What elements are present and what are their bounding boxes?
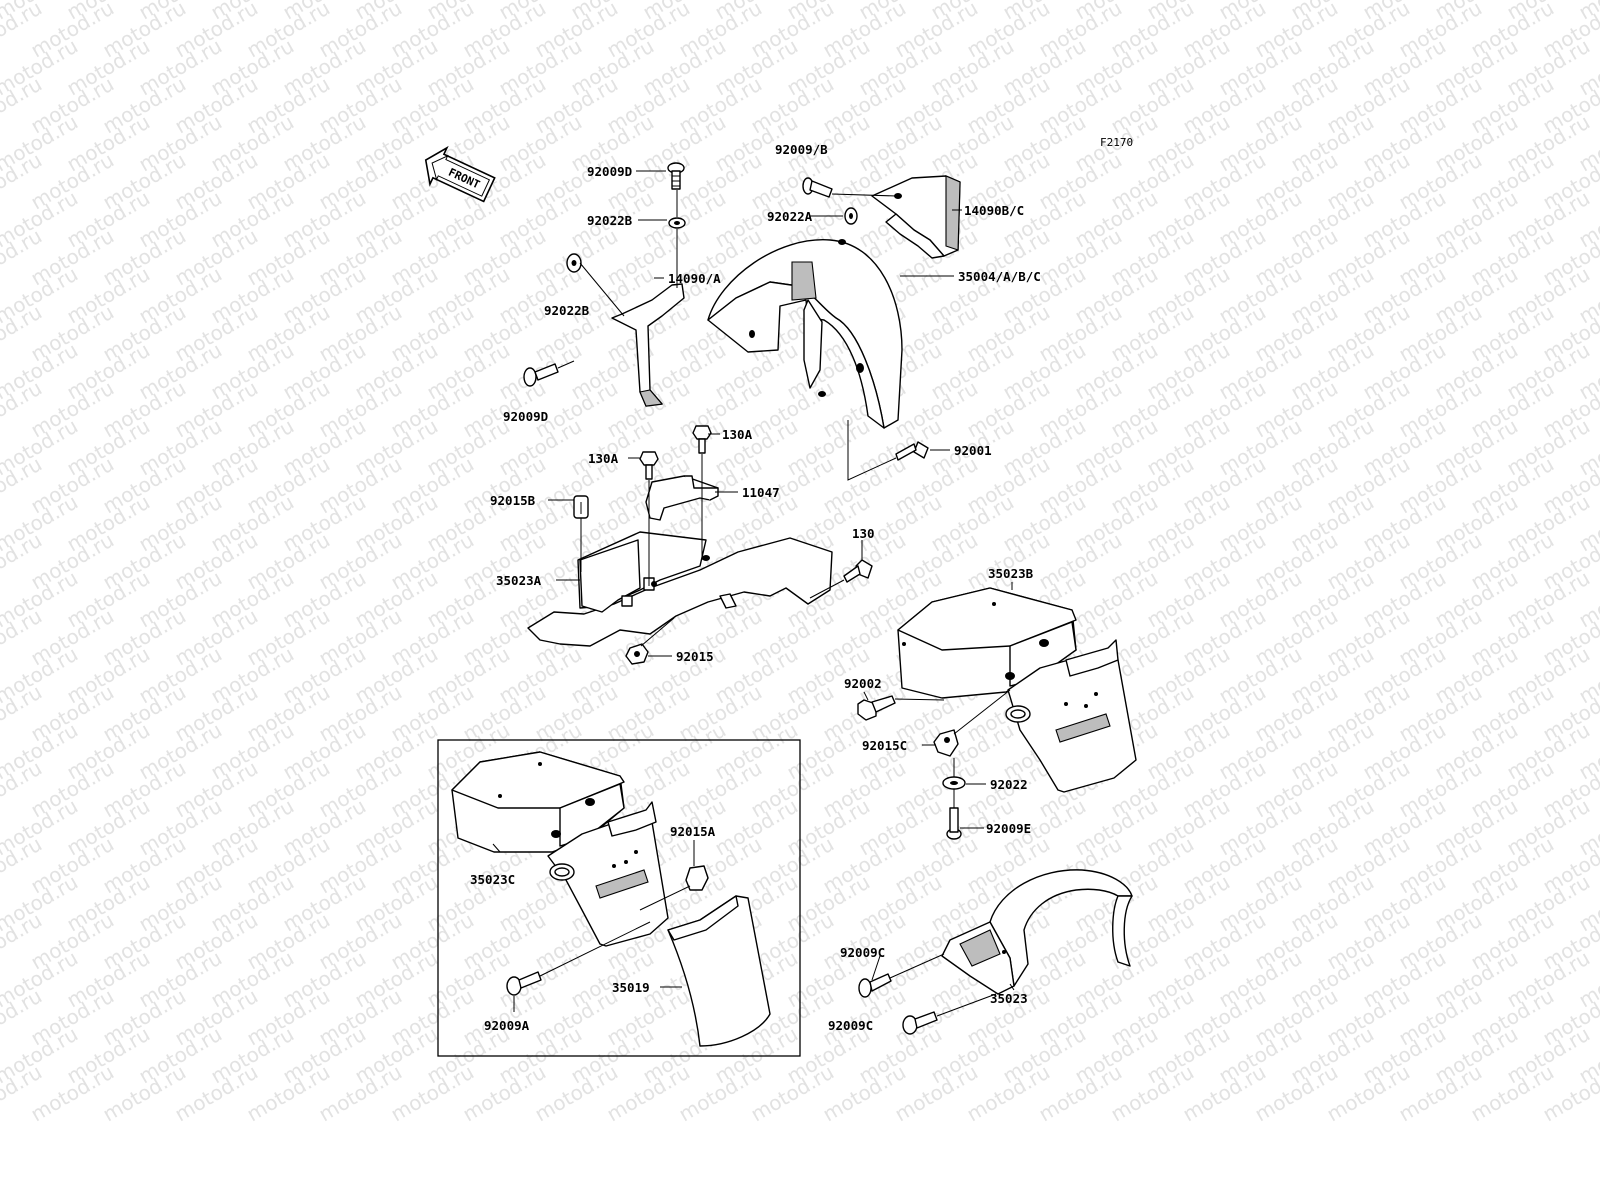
label-92022b-mid: 92022B <box>544 303 590 318</box>
label-92015: 92015 <box>676 649 714 664</box>
label-130a-right: 130A <box>722 427 753 442</box>
part-35023a-inner-fender <box>527 531 833 647</box>
clip-92015c <box>933 729 959 757</box>
part-35023b-rear-fender <box>897 587 1137 793</box>
bolt-92002 <box>857 695 896 721</box>
label-92002: 92002 <box>844 676 882 691</box>
screw-92009c-top <box>858 973 892 998</box>
nut-92015 <box>625 643 649 665</box>
screw-92009d-bottom <box>523 363 559 387</box>
label-92009d-top: 92009D <box>587 164 632 179</box>
washer-92022 <box>942 776 966 790</box>
part-35004-front-fender <box>707 239 903 429</box>
label-92015c: 92015C <box>862 738 907 753</box>
washer-92022b-mid <box>566 253 582 273</box>
label-92022b-top: 92022B <box>587 213 633 228</box>
label-130: 130 <box>852 526 875 541</box>
label-92009d-bottom: 92009D <box>503 409 548 424</box>
label-92009b: 92009/B <box>775 142 828 157</box>
label-92015b: 92015B <box>490 493 536 508</box>
part-35023c-rear-fender <box>451 751 669 947</box>
label-35023a: 35023A <box>496 573 542 588</box>
part-35019-mudflap <box>667 895 771 1047</box>
label-35023b: 35023B <box>988 566 1034 581</box>
label-35023: 35023 <box>990 991 1028 1006</box>
leader-lines <box>492 170 1015 1012</box>
screw-92009c-bottom <box>902 1011 938 1035</box>
label-92009c-bottom: 92009C <box>828 1018 873 1033</box>
figure-code: F2170 <box>1100 136 1133 149</box>
label-92022a: 92022A <box>767 209 813 224</box>
screw-92009d-top <box>667 162 685 190</box>
inset-box <box>437 739 801 1057</box>
washer-92022b-top <box>668 217 686 229</box>
label-14090bc: 14090B/C <box>964 203 1024 218</box>
part-11047-bracket <box>645 475 719 521</box>
clip-92015b <box>573 495 589 519</box>
front-arrow: FRONT <box>424 145 496 203</box>
part-14090a-bracket <box>611 283 685 407</box>
label-35019: 35019 <box>612 980 650 995</box>
label-11047: 11047 <box>742 485 780 500</box>
label-92009e: 92009E <box>986 821 1031 836</box>
bolt-130 <box>843 559 873 583</box>
label-92022: 92022 <box>990 777 1028 792</box>
label-92009c-top: 92009C <box>840 945 885 960</box>
label-92009a: 92009A <box>484 1018 530 1033</box>
washer-92022a <box>844 207 858 225</box>
screw-92009a <box>506 971 542 996</box>
label-92001: 92001 <box>954 443 992 458</box>
label-35023c: 35023C <box>470 872 515 887</box>
nut-92015a <box>685 865 709 891</box>
part-35023-hugger <box>941 869 1133 995</box>
bolt-92001 <box>895 441 929 461</box>
label-35004: 35004/A/B/C <box>958 269 1041 284</box>
bolt-130a-right <box>692 425 712 454</box>
screw-92009e <box>946 807 962 840</box>
bolt-130a-left <box>639 451 659 480</box>
screw-92009b <box>802 177 833 198</box>
label-130a-left: 130A <box>588 451 619 466</box>
label-14090a: 14090/A <box>668 271 721 286</box>
label-92015a: 92015A <box>670 824 716 839</box>
